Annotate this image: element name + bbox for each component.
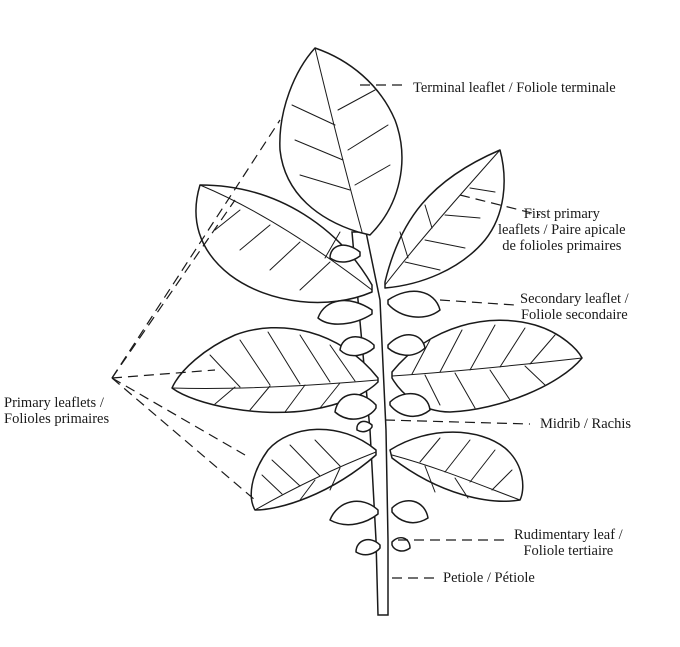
- label-terminal-leaflet: Terminal leaflet / Foliole terminale: [413, 80, 616, 96]
- label-first-primary-leaflets: First primary leaflets / Paire apicale d…: [498, 206, 626, 254]
- label-terminal-leaflet-text: Terminal leaflet / Foliole terminale: [413, 80, 616, 96]
- primary-leaflet-middle-left: [171, 326, 379, 414]
- primary-leaflet-middle-right: [391, 319, 583, 413]
- rudimentary-leaves: [355, 420, 411, 556]
- label-secondary-line-2: Foliole secondaire: [520, 307, 628, 323]
- pointer-lines: [111, 84, 541, 579]
- secondary-leaflets: [317, 244, 441, 526]
- label-petiole-text: Petiole / Pétiole: [443, 570, 535, 586]
- label-secondary-line-1: Secondary leaflet /: [520, 291, 629, 307]
- label-primary-leaflets: Primary leaflets / Folioles primaires: [4, 395, 109, 427]
- label-first-primary-line-1: First primary: [523, 206, 600, 222]
- label-first-primary-line-2: leaflets / Paire apicale: [498, 222, 626, 238]
- first-primary-leaflet-right: [384, 149, 505, 289]
- first-primary-leaflet-left: [195, 184, 373, 304]
- label-rudimentary-leaf: Rudimentary leaf / Foliole tertiaire: [514, 527, 623, 559]
- terminal-leaflet: [279, 47, 403, 236]
- label-rudimentary-line-1: Rudimentary leaf /: [514, 527, 623, 543]
- primary-leaflet-lower-right: [389, 431, 524, 502]
- primary-leaflet-lower-left: [250, 428, 377, 511]
- label-first-primary-line-3: de folioles primaires: [502, 238, 622, 254]
- label-secondary-leaflet: Secondary leaflet / Foliole secondaire: [520, 291, 629, 323]
- label-primary-line-2: Folioles primaires: [4, 411, 110, 427]
- label-midrib: Midrib / Rachis: [540, 416, 631, 432]
- label-rudimentary-line-2: Foliole tertiaire: [523, 543, 614, 559]
- label-primary-line-1: Primary leaflets /: [4, 395, 104, 411]
- label-petiole: Petiole / Pétiole: [443, 570, 535, 586]
- label-midrib-text: Midrib / Rachis: [540, 416, 632, 432]
